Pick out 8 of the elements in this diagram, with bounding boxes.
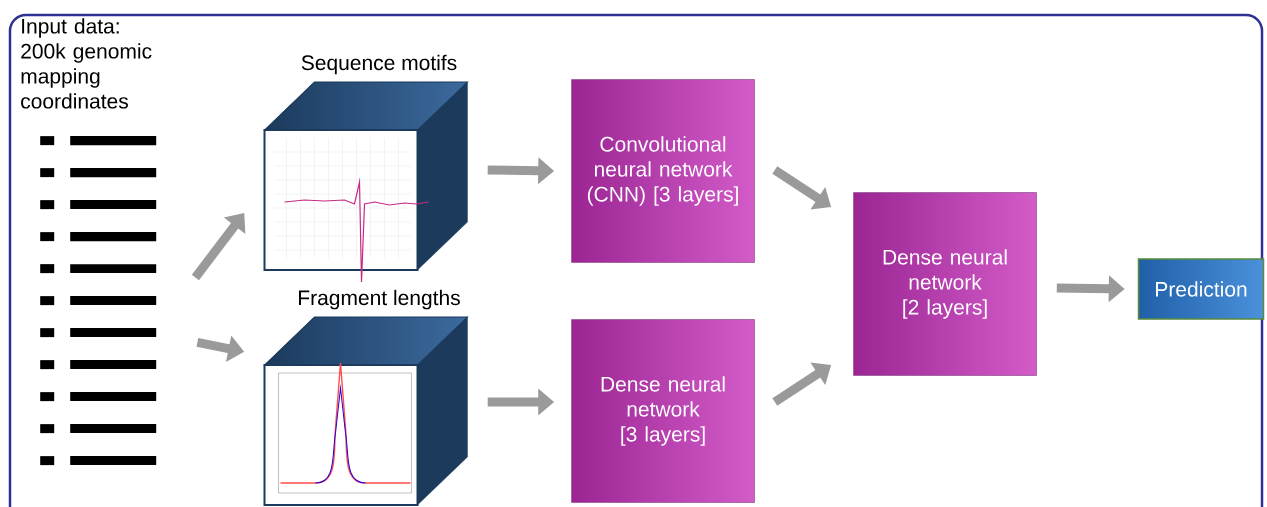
arrow [191, 213, 246, 281]
cube-heading: Sequence motifs [301, 54, 457, 75]
network-box: Dense neural network [2 layers] [853, 192, 1037, 376]
network-box: Dense neural network [3 layers] [571, 319, 755, 503]
network-box: Convolutional neural network (CNN) [3 layers] [571, 79, 755, 263]
input-label: Input data: 200k genomic mapping coordinates [21, 18, 152, 109]
prediction-box: Prediction [1137, 258, 1265, 320]
cube-heading: Fragment lengths [299, 289, 460, 310]
